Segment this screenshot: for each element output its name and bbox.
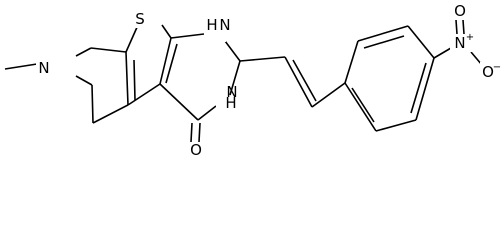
bond-nitro-o-top-second xyxy=(462,19,465,35)
bond-n-c8 xyxy=(75,47,92,57)
bond-ar5 xyxy=(375,119,417,132)
nitro-o-charge: − xyxy=(493,62,501,73)
nitro-n-charge: + xyxy=(466,32,474,43)
bond-c4b-c4a xyxy=(127,83,161,106)
bond-n-c6 xyxy=(75,75,93,86)
bond-ar-nitro xyxy=(433,47,452,59)
atom-nh-top-h: H xyxy=(206,16,217,34)
bond-c4-o-second xyxy=(198,122,201,143)
bond-c7a-c4b xyxy=(159,37,172,85)
bond-ar-inner-1 xyxy=(363,35,405,49)
bond-c8a-c4a-inner xyxy=(133,59,136,101)
bond-s-c7a xyxy=(161,24,172,39)
bond-c6-c5 xyxy=(91,84,94,124)
bond-c7a-n1 xyxy=(170,33,205,39)
bond-n3-c4 xyxy=(197,105,217,121)
bond-ar1 xyxy=(344,40,359,84)
bond-ar-inner-3 xyxy=(351,87,375,123)
bond-ar4 xyxy=(415,57,435,121)
bond-methyl xyxy=(4,63,38,70)
atom-nitro-n: N xyxy=(454,34,465,52)
bond-vinyl-aryl xyxy=(311,82,346,108)
atom-nh-bottom-n: N xyxy=(226,83,237,101)
bond-c4-c4b xyxy=(159,83,199,121)
bond-vinyl-double-b xyxy=(292,59,317,102)
atom-sulfur: S xyxy=(135,10,145,28)
molecule-diagram: S H N H N N O N + O O − xyxy=(4,2,501,160)
bond-vinyl-double-a xyxy=(284,56,313,108)
bond-ar2 xyxy=(357,25,409,42)
atom-carbonyl-o: O xyxy=(190,141,202,159)
bond-c2-n3 xyxy=(229,60,241,96)
bond-c5-c4a xyxy=(92,104,129,124)
bond-c7a-c4b-inner xyxy=(165,43,178,84)
bond-c4-o xyxy=(190,122,193,143)
bond-c8a-s xyxy=(125,24,139,53)
bonds xyxy=(4,19,483,143)
bond-nitro-o-top xyxy=(455,19,458,35)
atom-methyl-n: N xyxy=(38,59,49,77)
structure-svg: S H N H N N O N + O O − xyxy=(4,2,501,160)
bond-ar6 xyxy=(344,82,377,132)
atom-nitro-o-bottom: O xyxy=(482,63,494,81)
atom-nh-bottom-h: H xyxy=(225,94,236,112)
atom-nitro-o-top: O xyxy=(454,2,466,20)
bond-ar3 xyxy=(407,25,435,59)
bond-ar-inner-2 xyxy=(410,62,427,114)
atom-nh-top-n: N xyxy=(219,16,230,34)
atom-labels: S H N H N N O N + O O − xyxy=(36,2,501,160)
bond-c2-vinyl xyxy=(239,56,286,62)
bond-c8-c8a xyxy=(90,47,127,53)
bond-c8a-c4a xyxy=(125,51,129,106)
